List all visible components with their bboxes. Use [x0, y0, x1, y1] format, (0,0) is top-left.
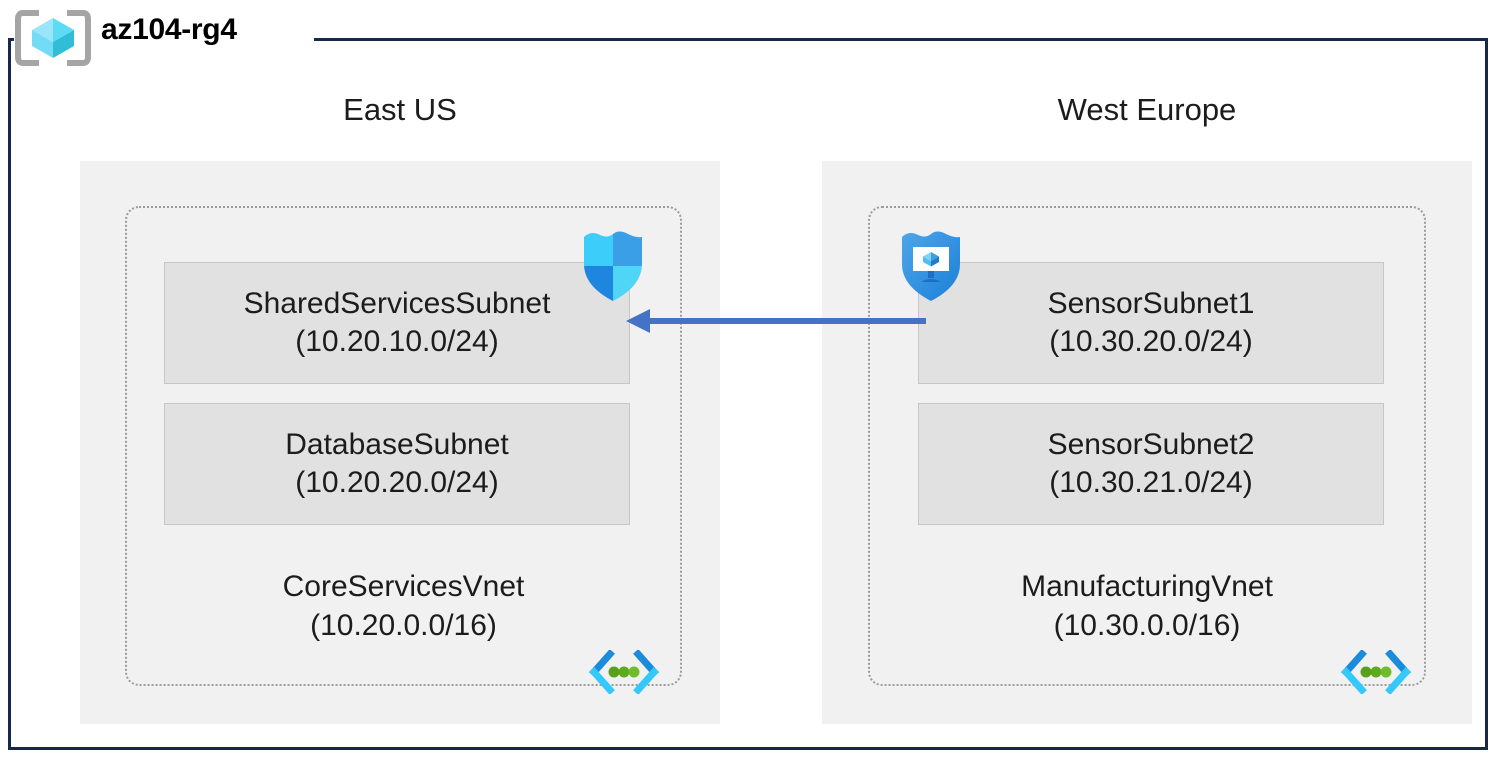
virtual-network-icon-manufacturingvnet: [1340, 649, 1412, 695]
subnet-name: SensorSubnet2: [1047, 427, 1255, 461]
vnet-name: ManufacturingVnet: [1021, 570, 1273, 603]
vnet-container-coreservicesvnet: [125, 206, 682, 686]
region-label-east-us: East US: [343, 92, 457, 127]
subnet-cidr: (10.30.21.0/24): [1049, 466, 1253, 499]
subnet-cidr: (10.20.20.0/24): [295, 466, 499, 499]
vnet-peering-arrow: [620, 300, 926, 344]
vnet-label-manufacturingvnet: ManufacturingVnet (10.30.0.0/16): [868, 567, 1426, 645]
vnet-container-manufacturingvnet: [868, 206, 1426, 686]
subnet-name: DatabaseSubnet: [285, 427, 509, 461]
region-label-west-europe: West Europe: [1057, 92, 1237, 127]
subnet-sensorsubnet1[interactable]: SensorSubnet1 (10.30.20.0/24): [918, 262, 1384, 384]
subnet-cidr: (10.30.20.0/24): [1049, 325, 1253, 358]
virtual-network-icon-coreservicesvnet: [588, 649, 660, 695]
resource-group-title: az104-rg4: [101, 13, 237, 46]
subnet-databasesubnet[interactable]: DatabaseSubnet (10.20.20.0/24): [164, 403, 630, 525]
network-security-group-shield-icon: [580, 228, 646, 304]
subnet-cidr: (10.20.10.0/24): [295, 325, 499, 358]
subnet-name: SensorSubnet1: [1047, 286, 1255, 320]
vnet-cidr: (10.20.0.0/16): [310, 609, 497, 642]
application-security-group-shield-icon: [898, 228, 964, 304]
subnet-sharedservicessubnet[interactable]: SharedServicesSubnet (10.20.10.0/24): [164, 262, 630, 384]
resource-group-frame: [8, 38, 1488, 750]
resource-group-cube-icon: [14, 10, 92, 66]
vnet-name: CoreServicesVnet: [282, 570, 525, 603]
vnet-label-coreservicesvnet: CoreServicesVnet (10.20.0.0/16): [125, 567, 682, 645]
vnet-cidr: (10.30.0.0/16): [1053, 609, 1241, 642]
subnet-name: SharedServicesSubnet: [243, 286, 551, 320]
subnet-sensorsubnet2[interactable]: SensorSubnet2 (10.30.21.0/24): [918, 403, 1384, 525]
